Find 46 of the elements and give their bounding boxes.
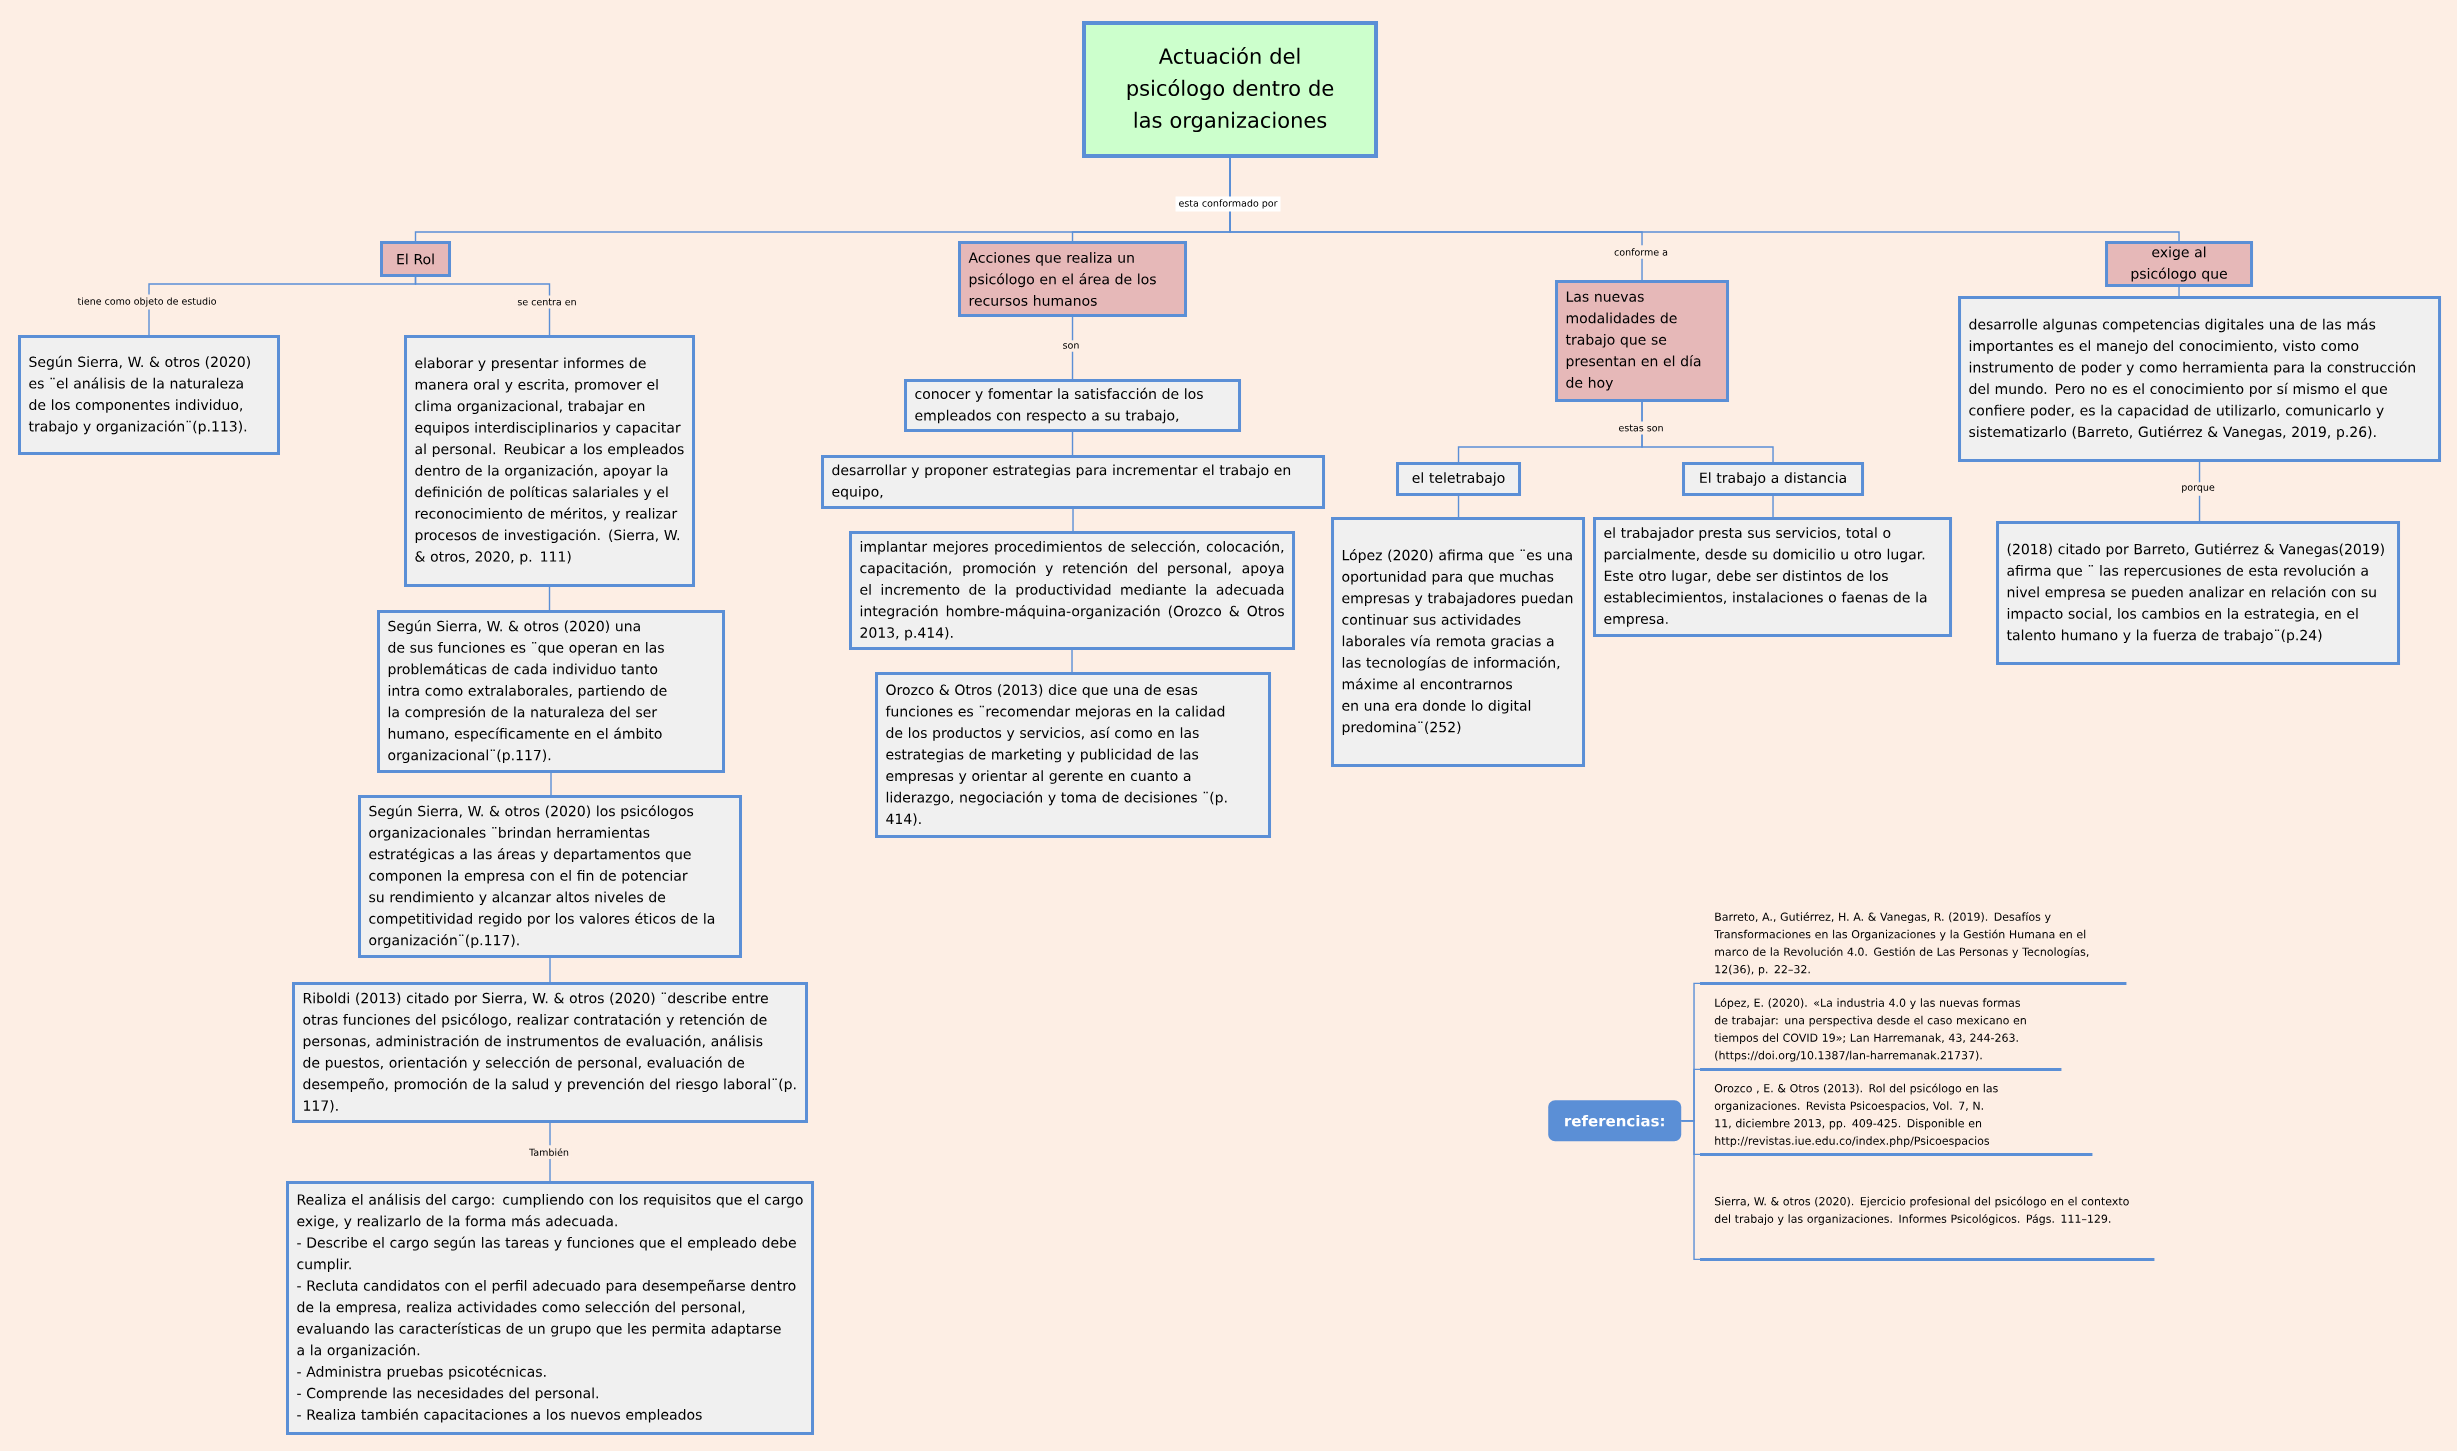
reference-entry: López, E. (2020). «La industria 4.0 y las nuevas formas de trabajar: una perspectiva desde el caso mexicano en tiempos del COVID 19»; Lan Harremanak, 43, 244-263. (https://doi.org/10.1387/lan-harremanak.21737). xyxy=(1700,997,2062,1071)
text-box: El trabajo a distancia xyxy=(1682,462,1864,496)
edge-label: También xyxy=(526,1145,572,1159)
connector-line xyxy=(1772,495,1774,518)
text-box: el trabajador presta sus servicios, total o parcialmente, desde su domicilio u otro lugar. Este otro lugar, debe ser distintos de los establecimientos, instalaciones o faenas de la empresa. xyxy=(1593,517,1953,637)
text-box: implantar mejores procedimientos de selección, colocación, capacitación, promoción y retención del personal, apoya el incremento de la productividad mediante la adecuada integración hombre-máquina-organización (Orozco & Otros 2013, p.414). xyxy=(849,531,1295,650)
connector-line xyxy=(1680,1120,1701,1261)
edge-label: porque xyxy=(2178,482,2218,496)
connector-line xyxy=(549,957,551,983)
text-box: elaborar y presentar informes de manera oral y escrita, promover el clima organizacional, trabajar en equipos interdisciplinarios y capacitar al personal. Reubicar a los empleados dentro de la organización, apoyar la definición de políticas salariales y el reconocimiento de méritos, y realizar procesos de investigación. (Sierra, W. & otros, 2020, p. 111) xyxy=(404,335,695,587)
text-box: Orozco & Otros (2013) dice que una de esas funciones es ¨recomendar mejoras en la calidad de los productos y servicios, así como en las estrategias de marketing y publicidad de las empresas y orientar al gerente en cuanto a liderazgo, negociación y toma de decisiones ¨(p. 414). xyxy=(875,672,1271,838)
connector-line xyxy=(1071,316,1074,380)
text-box: desarrolle algunas competencias digitales una de las más importantes es el manejo del conocimiento, visto como instrumento de poder y como herramienta para la construcción del mundo. Pero no es el conocimiento por sí mismo el que confiere poder, es la capacidad de utilizarlo, comunicarlo y sistematizarlo (Barreto, Gutiérrez & Vanegas, 2019, p.26). xyxy=(1958,296,2442,462)
text-box: Según Sierra, W. & otros (2020) una de sus funciones es ¨que operan en las problemáticas de cada individuo tanto intra como extralaborales, partiendo de la compresión de la naturaleza del ser humano, específicamente en el ámbito organizacional¨(p.117). xyxy=(377,610,725,773)
connector-line xyxy=(1229,157,2180,242)
text-box: desarrollar y proponer estrategias para incrementar el trabajo en equipo, xyxy=(821,455,1325,509)
text-box: Realiza el análisis del cargo: cumpliendo con los requisitos que el cargo exige, y realizarlo de la forma más adecuada. - Describe el cargo según las tareas y funciones que el empleado debe cumplir. - Recluta candidatos con el perfil adecuado para desempeñarse dentro de la empresa, realiza actividades como selección del personal, evaluando las características de un grupo que les permita adaptarse a la organización. - Administra pruebas psicotécnicas. - Comprende las necesidades del personal. - Realiza también capacitaciones a los nuevos empleados xyxy=(286,1181,814,1435)
text-box: (2018) citado por Barreto, Gutiérrez & Vanegas(2019) afirma que ¨ las repercusiones de esta revolución a nivel empresa se pueden analizar en relación con su impacto social, los cambios en la estrategia, en el talento humano y la fuerza de trabajo¨(p.24) xyxy=(1996,521,2401,665)
text-box: conocer y fomentar la satisfacción de los empleados con respecto a su trabajo, xyxy=(904,379,1241,432)
topic-box: Las nuevas modalidades de trabajo que se presentan en el día de hoy xyxy=(1555,280,1729,402)
connector-line xyxy=(1457,495,1460,518)
text-box: Según Sierra, W. & otros (2020) es ¨el análisis de la naturaleza de los componentes individuo, trabajo y organización¨(p.113). xyxy=(18,335,280,455)
connector-line xyxy=(2178,286,2180,297)
title-box: Actuación del psicólogo dentro de las organizaciones xyxy=(1082,21,1378,158)
topic-box: Acciones que realiza un psicólogo en el área de los recursos humanos xyxy=(958,241,1187,317)
edge-label: tiene como objeto de estudio xyxy=(74,294,220,310)
connector-line xyxy=(550,772,552,796)
connector-line xyxy=(1071,649,1073,673)
text-box: López (2020) afirma que ¨es una oportunidad para que muchas empresas y trabajadores puedan continuar sus actividades laborales vía remota gracias a las tecnologías de información, máxime al encontrarnos en una era donde lo digital predomina¨(252) xyxy=(1331,517,1585,767)
topic-box: exige al psicólogo que xyxy=(2105,241,2254,288)
connector-line xyxy=(414,276,551,336)
edge-label: son xyxy=(1059,340,1083,352)
connector-line xyxy=(1641,401,1774,463)
connector-line xyxy=(1072,508,1074,532)
topic-box: El Rol xyxy=(380,241,451,277)
text-box: Según Sierra, W. & otros (2020) los psicólogos organizacionales ¨brindan herramientas estratégicas a las áreas y departamentos que componen la empresa con el fin de potenciar su rendimiento y alcanzar altos niveles de competitividad regido por los valores éticos de la organización¨(p.117). xyxy=(358,795,742,958)
reference-entry: Sierra, W. & otros (2020). Ejercicio profesional del psicólogo en el contexto del trabajo y las organizaciones. Informes Psicológicos. Págs. 111–129. xyxy=(1700,1196,2155,1261)
connector-line xyxy=(1071,431,1074,456)
reference-entry: Orozco , E. & Otros (2013). Rol del psicólogo en las organizaciones. Revista Psicoespacios, Vol. 7, N. 11, diciembre 2013, pp. 409-425. Disponible en http://revistas.iue.edu.co/index.php/Psicoespacios xyxy=(1700,1083,2093,1156)
connector-line xyxy=(548,586,551,611)
text-box: Riboldi (2013) citado por Sierra, W. & otros (2020) ¨describe entre otras funciones del psicólogo, realizar contratación y retención de personas, administración de instrumentos de evaluación, análisis de puestos, orientación y selección de personal, evaluación de desempeño, promoción de la salud y prevención del riesgo laboral¨(p. 117). xyxy=(292,982,808,1123)
heading-tag: referencias: xyxy=(1548,1100,1682,1142)
reference-entry: Barreto, A., Gutiérrez, H. A. & Vanegas, R. (2019). Desafíos y Transformaciones en las Organizaciones y la Gestión Humana en el marco de la Revolución 4.0. Gestión de Las Personas y Tecnologías, 12(36), p. 22–32. xyxy=(1700,911,2127,985)
text-box: el teletrabajo xyxy=(1396,462,1521,496)
edge-label: esta conformado por xyxy=(1175,196,1281,212)
edge-label: conforme a xyxy=(1611,245,1671,259)
